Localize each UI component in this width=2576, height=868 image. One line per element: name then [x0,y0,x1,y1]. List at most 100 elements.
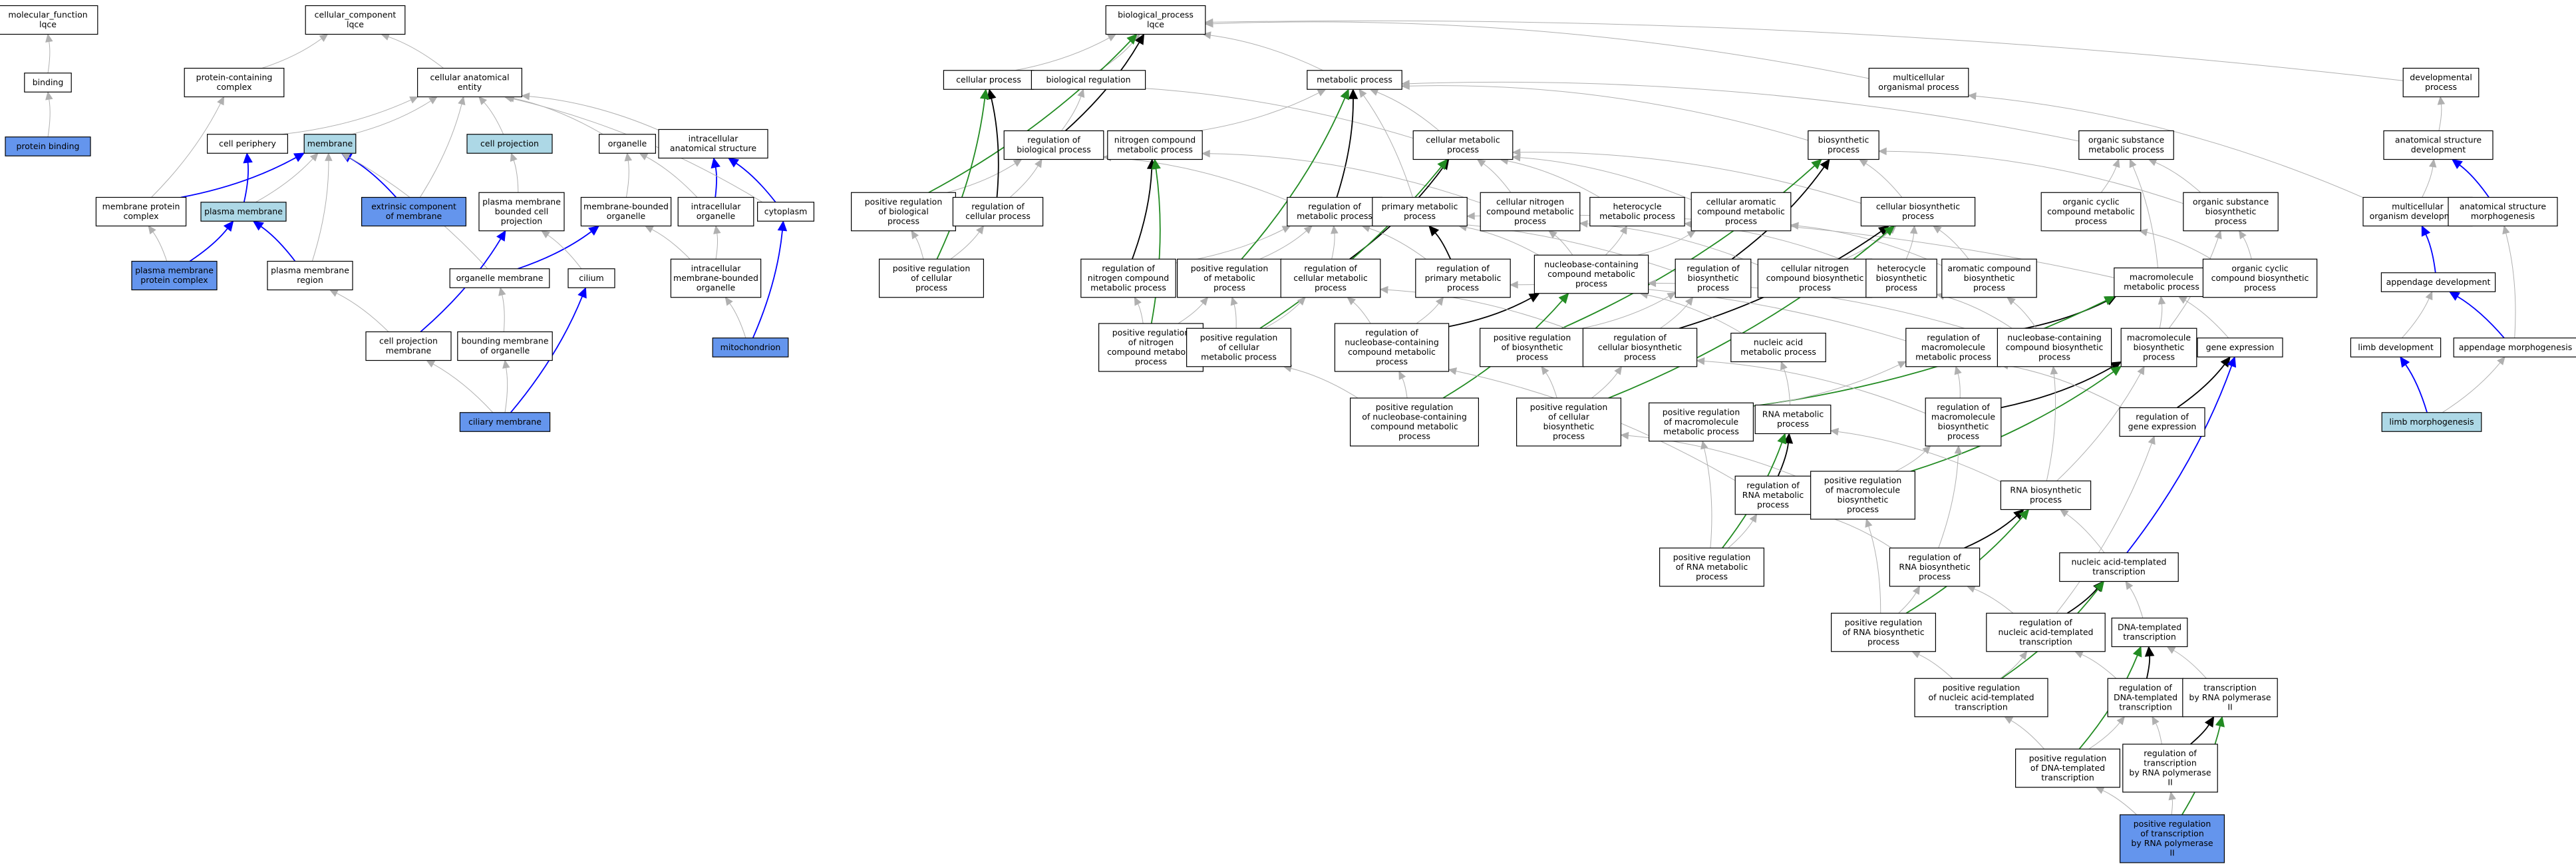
term-node-limbmorph[interactable]: limb morphogenesis [2381,412,2482,432]
term-node-rnccmp[interactable]: regulation ofnucleobase-containingcompou… [1334,323,1450,372]
arrowhead-icon [2239,230,2247,240]
term-node-metab[interactable]: metabolic process [1307,70,1402,90]
term-node-mito[interactable]: mitochondrion [712,337,789,357]
term-node-om[interactable]: organelle membrane [449,268,550,288]
term-node-pm[interactable]: plasma membrane [200,202,287,222]
term-node-protbind[interactable]: protein binding [5,136,91,156]
term-node-cellproj[interactable]: cell projection [466,134,553,154]
term-node-genex[interactable]: gene expression [2197,337,2283,357]
term-node-cilium[interactable]: cilium [567,268,615,288]
term-box [466,134,553,154]
term-node-appmorph[interactable]: appendage morphogenesis [2453,337,2576,357]
term-node-bind[interactable]: binding [24,73,72,93]
term-node-cellproc[interactable]: cellular process [943,70,1035,90]
term-node-bioreg[interactable]: biological regulation [1031,70,1146,90]
term-node-limbdev[interactable]: limb development [2350,337,2442,357]
term-label-line: of cellular [1548,412,1590,422]
term-node-organelle[interactable]: organelle [598,134,656,154]
term-node-appdev[interactable]: appendage development [2380,272,2496,292]
term-node-cyto[interactable]: cytoplasm [756,202,814,222]
term-node-membrane[interactable]: membrane [303,134,357,154]
term-node-cellper[interactable]: cell periphery [207,134,289,154]
term-node-rmbp[interactable]: regulation ofmacromoleculebiosyntheticpr… [1925,397,2002,447]
term-node-ciliarym[interactable]: ciliary membrane [459,412,551,432]
